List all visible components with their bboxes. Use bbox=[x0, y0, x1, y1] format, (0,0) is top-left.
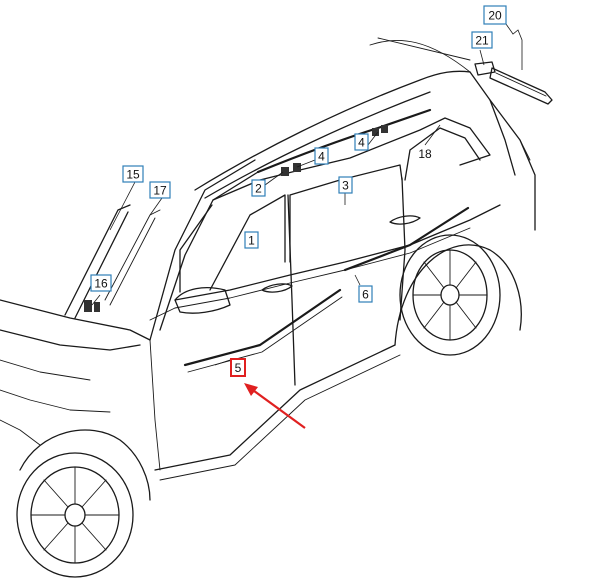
highlight-arrow bbox=[244, 383, 306, 429]
callout-2-label: 2 bbox=[255, 182, 262, 196]
callout-15: 15 bbox=[122, 165, 144, 183]
rear-wheel bbox=[394, 234, 522, 356]
callout-21-label: 21 bbox=[475, 34, 489, 48]
callout-15-label: 15 bbox=[126, 168, 140, 182]
a-pillar-trim bbox=[64, 204, 161, 319]
callout-1: 1 bbox=[244, 231, 259, 249]
callout-20: 20 bbox=[483, 5, 507, 25]
roof-rail-strip bbox=[256, 108, 432, 174]
door-moulding-strips bbox=[183, 206, 470, 373]
roof-rail-clips bbox=[281, 125, 388, 176]
callout-4b: 4 bbox=[354, 133, 369, 151]
callout-5: 5 bbox=[230, 358, 246, 377]
callout-16-label: 16 bbox=[94, 277, 108, 291]
callout-17-label: 17 bbox=[153, 184, 167, 198]
car-body-outline bbox=[0, 37, 536, 501]
callout-1-label: 1 bbox=[248, 234, 255, 248]
pillar-clip bbox=[84, 300, 100, 312]
callout-5-label: 5 bbox=[235, 361, 242, 375]
callout-17: 17 bbox=[149, 181, 171, 199]
callout-3: 3 bbox=[338, 176, 353, 194]
spoiler-clip bbox=[474, 61, 496, 76]
callout-18: 18 bbox=[418, 147, 432, 161]
callout-2: 2 bbox=[251, 179, 266, 197]
callout-3-label: 3 bbox=[342, 179, 349, 193]
callout-21: 21 bbox=[471, 31, 493, 49]
callout-18-label: 18 bbox=[418, 147, 432, 161]
callout-4b-label: 4 bbox=[358, 136, 365, 150]
callout-6: 6 bbox=[358, 285, 373, 303]
callout-4a-label: 4 bbox=[318, 150, 325, 164]
callout-16: 16 bbox=[90, 274, 112, 292]
callout-6-label: 6 bbox=[362, 288, 369, 302]
callout-20-label: 20 bbox=[488, 9, 502, 23]
callout-4a: 4 bbox=[314, 147, 329, 165]
front-wheel bbox=[16, 452, 134, 578]
spoiler-part bbox=[489, 67, 553, 105]
